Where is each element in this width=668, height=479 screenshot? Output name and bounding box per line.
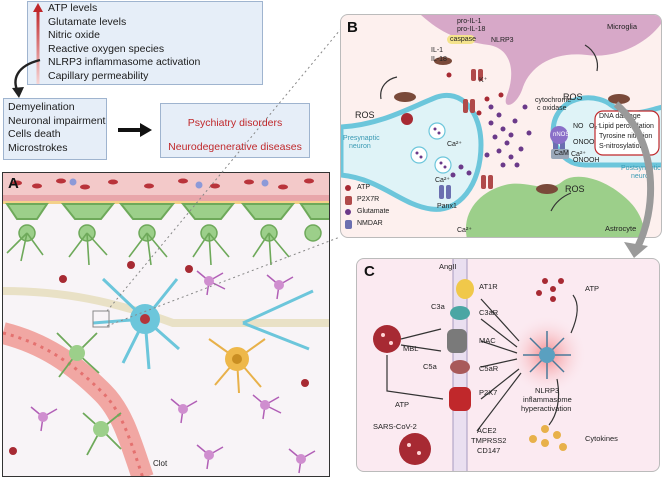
cytochrome-label-1: cytochrome [535,97,572,104]
microglia-label: Microglia [607,22,638,31]
ros-right-label: ROS [563,92,583,102]
cd147-label: CD147 [477,446,501,455]
postsynaptic-label-1: Postsynaptic [621,165,661,172]
ca-label: Ca²⁺ [571,151,586,158]
cytokines-label: Cytokines [585,434,618,443]
presynaptic-label-2: neuron [349,143,371,150]
mediator-item: Capillary permeability [48,69,149,82]
nnos-label: nNOS [553,132,570,138]
effects-list: Demyelination Neuronal impairment Cells … [8,101,105,155]
effect-item: Neuronal impairment [8,114,106,127]
nlrp3-label-3: hyperactivation [521,404,572,413]
cam-label: CaM [554,150,569,157]
nlrp3-label-2: inflammasome [523,395,572,404]
panel-label-a: A [8,175,19,192]
effect-item: Cells death [8,128,61,141]
legend-item: NMDAR [357,220,383,227]
presynaptic-label-1: Presynaptic [343,135,380,142]
up-arrow-icon [33,3,43,84]
ca-label: Ca²⁺ [435,177,450,184]
curved-arrow-icon [12,58,41,98]
mac-label: MAC [479,336,496,345]
damage-item: Tyrosine nitration [599,133,653,140]
mediator-item: NLRP3 inflammasome activation [48,56,201,69]
no-label: NO [573,123,584,130]
nmdar-channel-icon [345,220,352,229]
panel-label-b: B [347,19,358,36]
panel-b: B Microglia pro-IL-1 pro-IL-18 caspase N… [340,14,662,238]
nlrp3-label: NLRP3 [491,37,514,44]
legend-item: Glutamate [357,208,390,215]
effect-item: Demyelination [8,101,75,113]
ca-label: Ca²⁺ [447,141,462,148]
c3a-label: C3a [431,302,445,311]
atp-dot-icon [345,185,351,191]
c3ar-label: C3aR [479,308,499,317]
at1r-label: AT1R [479,282,498,291]
panel-a: A Clot [2,172,330,477]
mediator-item: Reactive oxygen species [48,42,165,55]
sars-label: SARS-CoV-2 [373,422,417,431]
ros-left-label: ROS [355,110,375,120]
onoo-label: ONOO [573,139,595,146]
atp-left-label: ATP [395,400,410,409]
glutamate-dot-icon [345,209,351,215]
k-label: K⁺ [479,77,488,84]
legend-item: ATP [357,184,371,191]
pro-il18-label: pro-IL-18 [457,26,486,33]
il1-label: IL-1 [431,47,444,54]
outcome-item: Neurodegenerative diseases [168,141,302,153]
nlrp3-label-1: NLRP3 [535,386,560,395]
p2x7-label: P2X7 [479,388,498,397]
c5a-label: C5a [423,362,437,371]
damage-item: S-nitrosylation [599,143,644,150]
outcomes-list: Psychiatry disorders Neurodegenerative d… [160,111,310,159]
damage-item: DNA damage [599,113,641,120]
right-arrow-icon [118,123,152,137]
tmprss2-label: TMPRSS2 [471,436,507,445]
panx1-label: Panx1 [437,203,457,210]
o2-label: O₂⁻ [589,123,601,130]
mediator-item: Glutamate levels [48,15,127,28]
effects-box [3,98,107,160]
legend-item: P2X7R [357,196,380,203]
curved-arrow-icon [613,101,655,258]
p2x7r-channel-icon [345,196,352,205]
il18-label: IL-18 [431,56,447,63]
mbl-label: MBL [403,344,419,353]
ace2-label: ACE2 [477,426,497,435]
postsynaptic-label-2: neuron [631,173,653,180]
outcome-item: Psychiatry disorders [187,117,283,129]
clot-label: Clot [153,459,168,468]
atp-top-label: ATP [585,284,600,293]
astrocyte-label: Astrocyte [605,224,637,233]
damage-item: Lipid peroxidation [599,123,654,130]
cytochrome-label-2: c oxidase [537,105,567,112]
effect-item: Microstrokes [8,141,68,154]
c5ar-label: C5aR [479,364,499,373]
ca-label: Ca²⁺ [457,227,472,234]
angii-label: AngII [439,262,457,271]
ros-astro-label: ROS [565,184,585,194]
mediators-list: ATP levels Glutamate levels Nitric oxide… [48,2,200,84]
pro-il1-label: pro-IL-1 [457,18,482,25]
panel-c: C AngII AT1R ATP C3a C3aR MBL MAC C5a C5… [356,258,660,472]
panel-label-c: C [364,263,375,280]
ononh-label: ONOOH [573,157,600,164]
mediator-item: ATP levels [48,2,98,14]
caspase-label: caspase [450,36,477,43]
mediator-item: Nitric oxide [48,29,100,42]
